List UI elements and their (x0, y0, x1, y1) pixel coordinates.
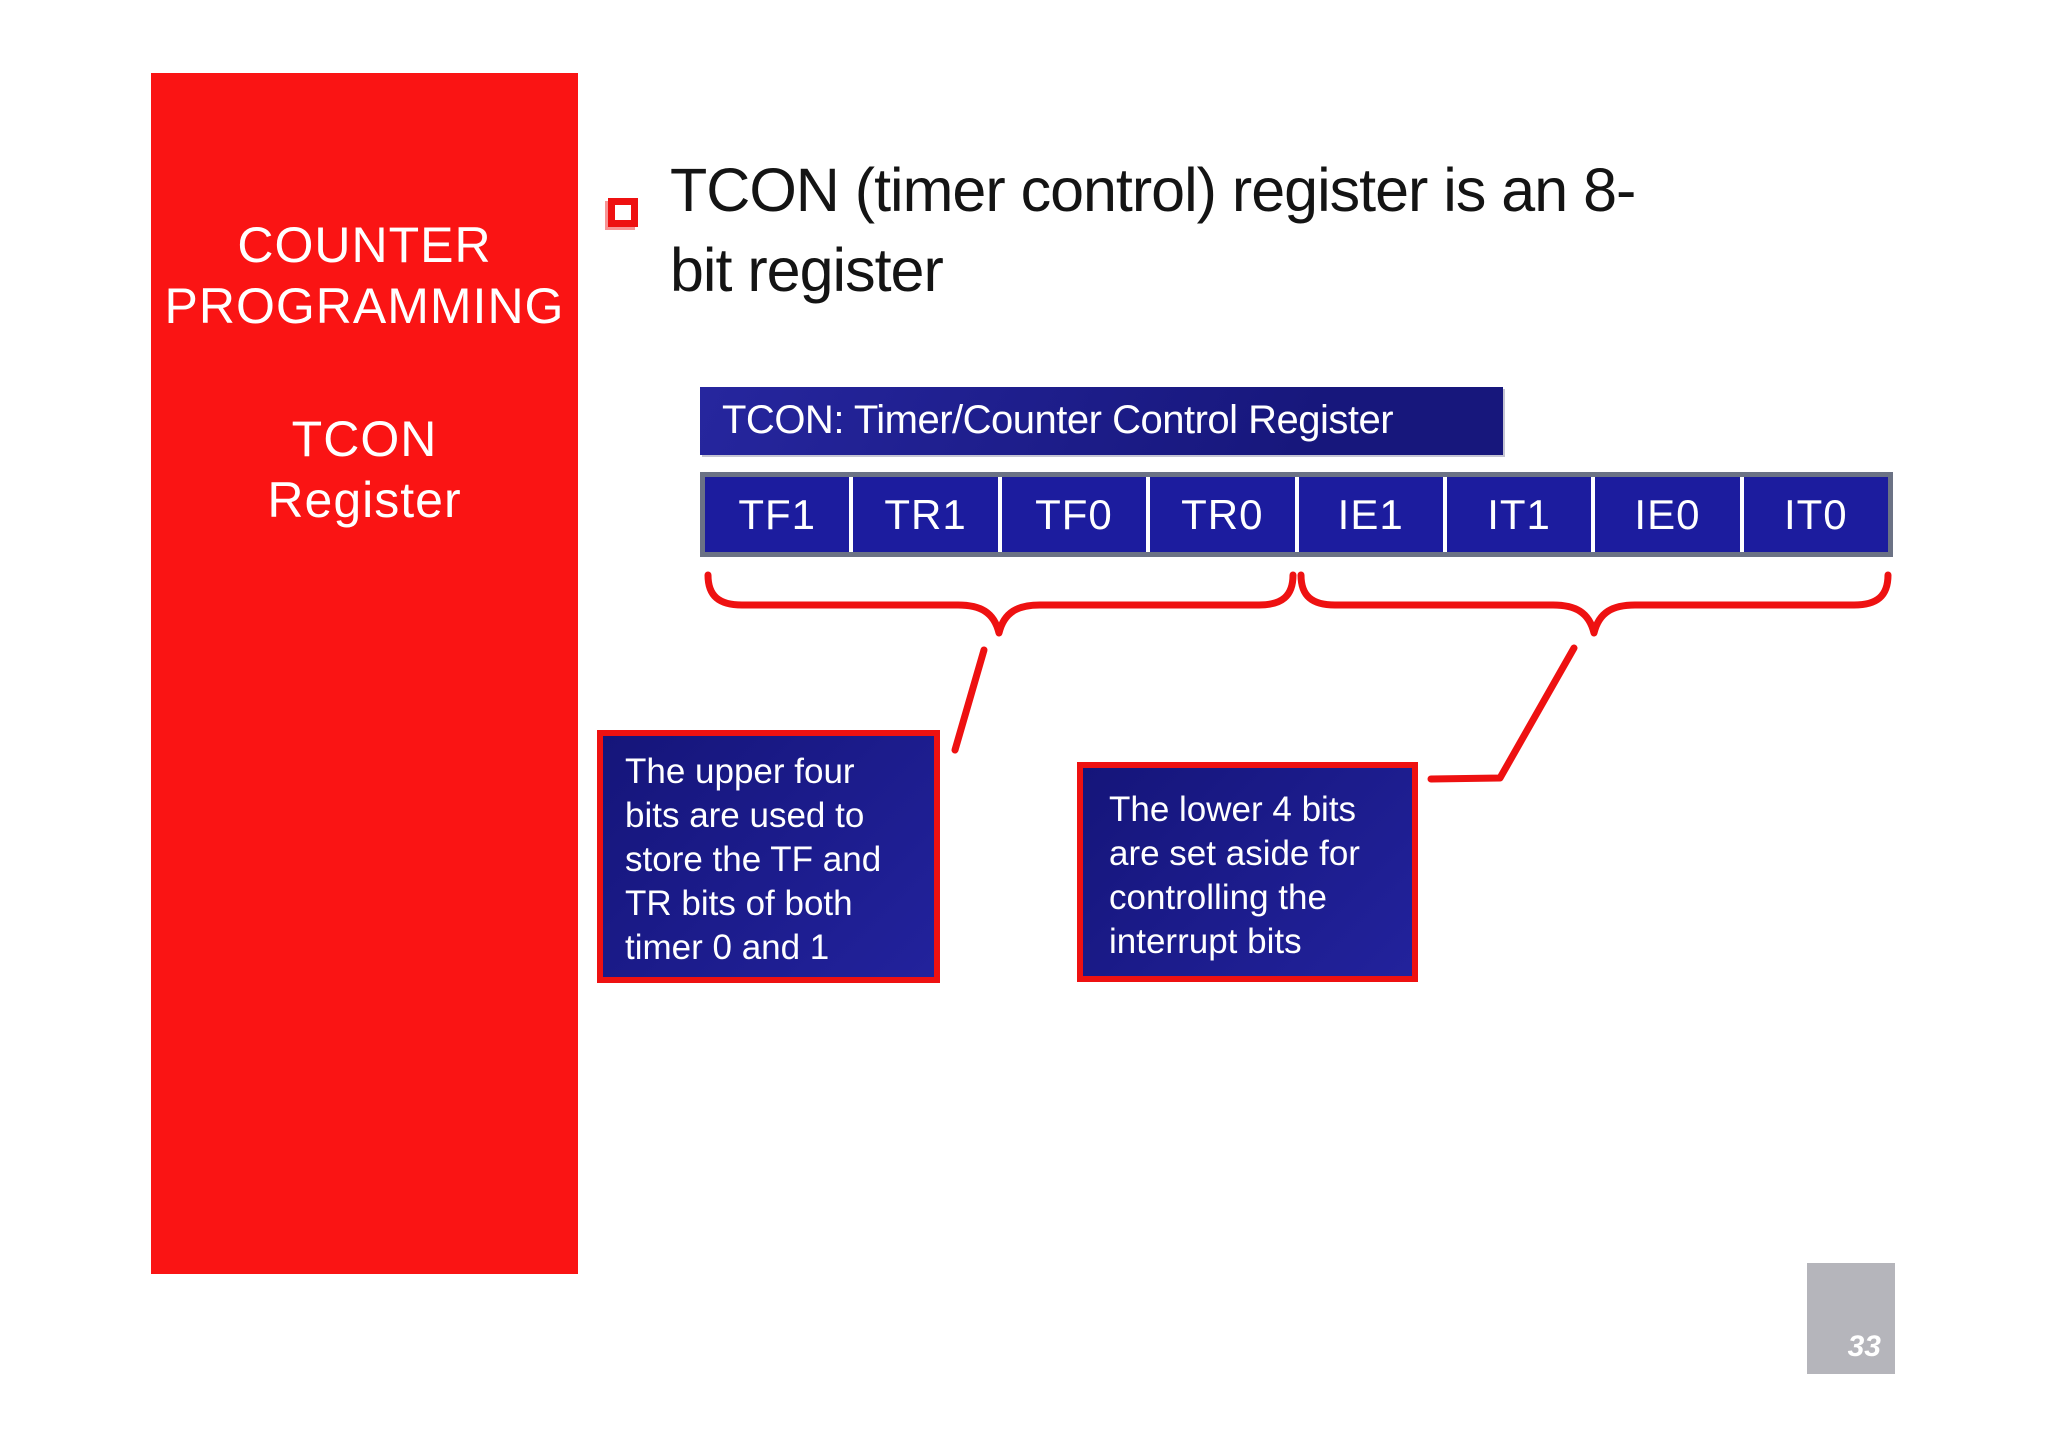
callout-upper-line: bits are used to (625, 796, 865, 835)
bit-cell-tf1: TF1 (705, 477, 850, 552)
register-bit-row: TF1 TR1 TF0 TR0 IE1 IT1 IE0 IT0 (705, 477, 1888, 552)
bit-cell-tf0: TF0 (1001, 477, 1147, 552)
callout-lower-line: controlling the (1109, 878, 1327, 917)
upper-callout-connector (951, 646, 988, 754)
sidebar-title-line-1: COUNTER (237, 217, 492, 273)
sidebar-title-line-2: PROGRAMMING (164, 278, 565, 334)
sidebar-subtitle-line-2: Register (267, 472, 462, 528)
callout-lower-line: are set aside for (1109, 834, 1360, 873)
page-number: 33 (1847, 1330, 1881, 1363)
register-bit-table: TF1 TR1 TF0 TR0 IE1 IT1 IE0 IT0 (700, 472, 1893, 557)
callout-upper-line: TR bits of both (625, 884, 853, 923)
upper-bits-brace (704, 571, 1297, 637)
slide-title: TCON (timer control) register is an 8- b… (670, 150, 1860, 310)
slide-title-line-2: bit register (670, 236, 944, 304)
bit-cell-ie0: IE0 (1595, 477, 1740, 552)
page-number-badge: 33 (1807, 1263, 1895, 1374)
callout-lower-line: The lower 4 bits (1109, 790, 1357, 829)
slide-title-line-1: TCON (timer control) register is an 8- (670, 156, 1636, 224)
callout-upper-line: store the TF and (625, 840, 882, 879)
callout-upper-line: The upper four (625, 752, 855, 791)
lower-bits-brace (1297, 571, 1892, 637)
sidebar-panel: COUNTER PROGRAMMING TCON Register (151, 73, 578, 1274)
sidebar-subtitle: TCON Register (151, 409, 578, 531)
sidebar-subtitle-line-1: TCON (291, 411, 438, 467)
sidebar-title: COUNTER PROGRAMMING (151, 215, 578, 337)
callout-upper-line: timer 0 and 1 (625, 928, 830, 967)
lower-callout-connector (1427, 644, 1578, 783)
callout-lower-line: interrupt bits (1109, 922, 1302, 961)
bit-cell-it1: IT1 (1446, 477, 1592, 552)
bit-cell-tr1: TR1 (853, 477, 998, 552)
square-bullet-icon (608, 198, 638, 227)
bit-cell-tr0: TR0 (1150, 477, 1295, 552)
bit-cell-it0: IT0 (1743, 477, 1888, 552)
callout-lower-bits: The lower 4 bits are set aside for contr… (1077, 762, 1418, 982)
callout-upper-bits: The upper four bits are used to store th… (597, 730, 940, 983)
register-header-bar: TCON: Timer/Counter Control Register (700, 387, 1503, 455)
bit-cell-ie1: IE1 (1298, 477, 1443, 552)
